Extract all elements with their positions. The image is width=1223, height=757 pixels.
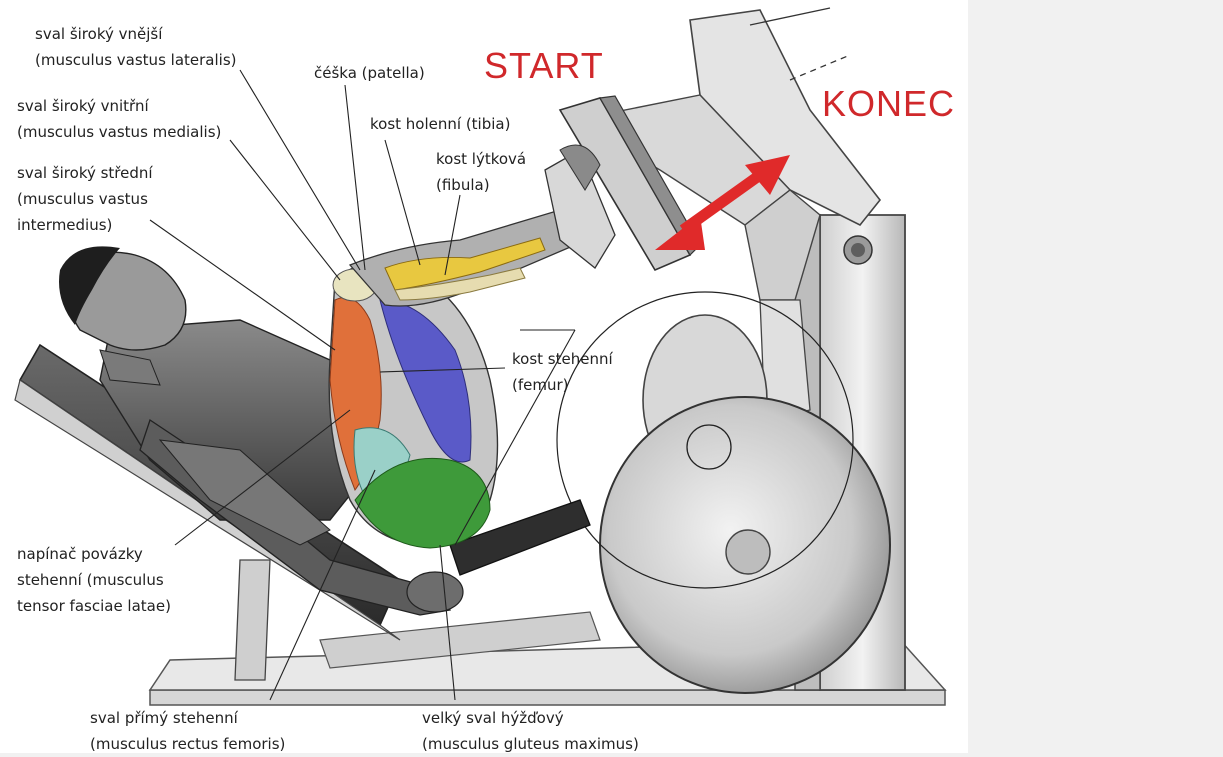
label-line: kost lýtková (436, 146, 526, 172)
label-line: (musculus gluteus maximus) (422, 731, 639, 757)
label-line: stehenní (musculus (17, 567, 171, 593)
label-line: tensor fasciae latae) (17, 593, 171, 619)
end-marker: KONEC (822, 83, 955, 125)
label-line: kost holenní (tibia) (370, 111, 510, 137)
label-line: čéška (patella) (314, 60, 425, 86)
label-rectus-femoris: sval přímý stehenní (musculus rectus fem… (90, 705, 285, 757)
label-line: (musculus vastus medialis) (17, 119, 221, 145)
label-line: kost stehenní (512, 346, 613, 372)
label-line: (musculus vastus (17, 186, 153, 212)
label-line: sval přímý stehenní (90, 705, 285, 731)
label-line: intermedius) (17, 212, 153, 238)
label-line: napínač povázky (17, 541, 171, 567)
label-line: (musculus vastus lateralis) (35, 47, 236, 73)
illustration-panel: sval široký vnější (musculus vastus late… (0, 0, 968, 753)
label-vastus-lateralis: sval široký vnější (musculus vastus late… (35, 21, 236, 73)
label-femur: kost stehenní (femur) (512, 346, 613, 398)
start-marker: START (484, 45, 604, 87)
label-vastus-intermedius: sval široký střední (musculus vastus int… (17, 160, 153, 238)
label-line: velký sval hýžďový (422, 705, 639, 731)
label-tibia: kost holenní (tibia) (370, 111, 510, 137)
label-line: sval široký vnitřní (17, 93, 221, 119)
label-patella: čéška (patella) (314, 60, 425, 86)
label-gluteus-maximus: velký sval hýžďový (musculus gluteus max… (422, 705, 639, 757)
label-line: (fibula) (436, 172, 526, 198)
label-tensor-fasciae-latae: napínač povázky stehenní (musculus tenso… (17, 541, 171, 619)
label-line: sval široký vnější (35, 21, 236, 47)
label-line: (femur) (512, 372, 613, 398)
label-vastus-medialis: sval široký vnitřní (musculus vastus med… (17, 93, 221, 145)
label-line: sval široký střední (17, 160, 153, 186)
label-fibula: kost lýtková (fibula) (436, 146, 526, 198)
label-line: (musculus rectus femoris) (90, 731, 285, 757)
